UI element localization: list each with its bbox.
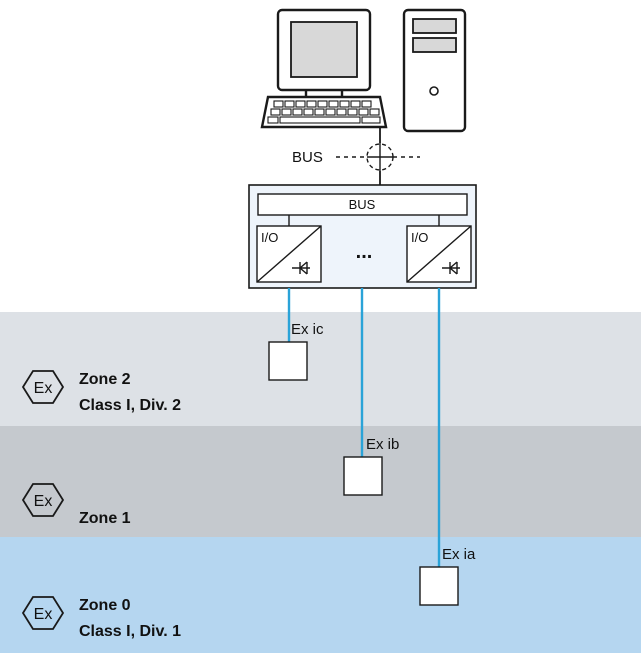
field-device-zone0 [419, 566, 459, 606]
io-label-left: I/O [261, 230, 278, 245]
module-bus-label: BUS [349, 197, 376, 212]
zone-0-title: Zone 0 [79, 597, 131, 614]
svg-text:Ex: Ex [34, 380, 53, 397]
zone-2-class: Class I, Div. 2 [79, 397, 181, 414]
pc-tower-icon [402, 8, 467, 133]
field-device-zone2 [268, 341, 308, 381]
monitor-icon [276, 8, 372, 97]
module-ellipsis: ... [356, 241, 373, 263]
zone-0-band [0, 537, 641, 653]
zone-2-band [0, 312, 641, 426]
svg-text:Ex: Ex [34, 493, 53, 510]
io-label-right: I/O [411, 230, 428, 245]
io-card-left [256, 215, 322, 283]
zone-0-class: Class I, Div. 1 [79, 623, 181, 640]
field-device-zone1 [343, 456, 383, 496]
ex-icon: Ex [21, 370, 65, 404]
device-protection-label: Ex ic [291, 321, 324, 338]
internal-bus-bar [257, 193, 468, 216]
ex-icon: Ex [21, 483, 65, 517]
zone-2-title: Zone 2 [79, 371, 131, 388]
zone-1-band [0, 426, 641, 537]
device-protection-label: Ex ia [442, 546, 476, 563]
bus-cable [336, 127, 420, 185]
field-wires [287, 288, 441, 567]
io-card-right [406, 215, 472, 283]
svg-text:Ex: Ex [34, 606, 53, 623]
zone-1-title: Zone 1 [79, 510, 131, 527]
device-protection-label: Ex ib [366, 436, 399, 453]
ex-icon: Ex [21, 596, 65, 630]
bus-label-top: BUS [292, 149, 323, 166]
keyboard-icon [260, 95, 388, 129]
